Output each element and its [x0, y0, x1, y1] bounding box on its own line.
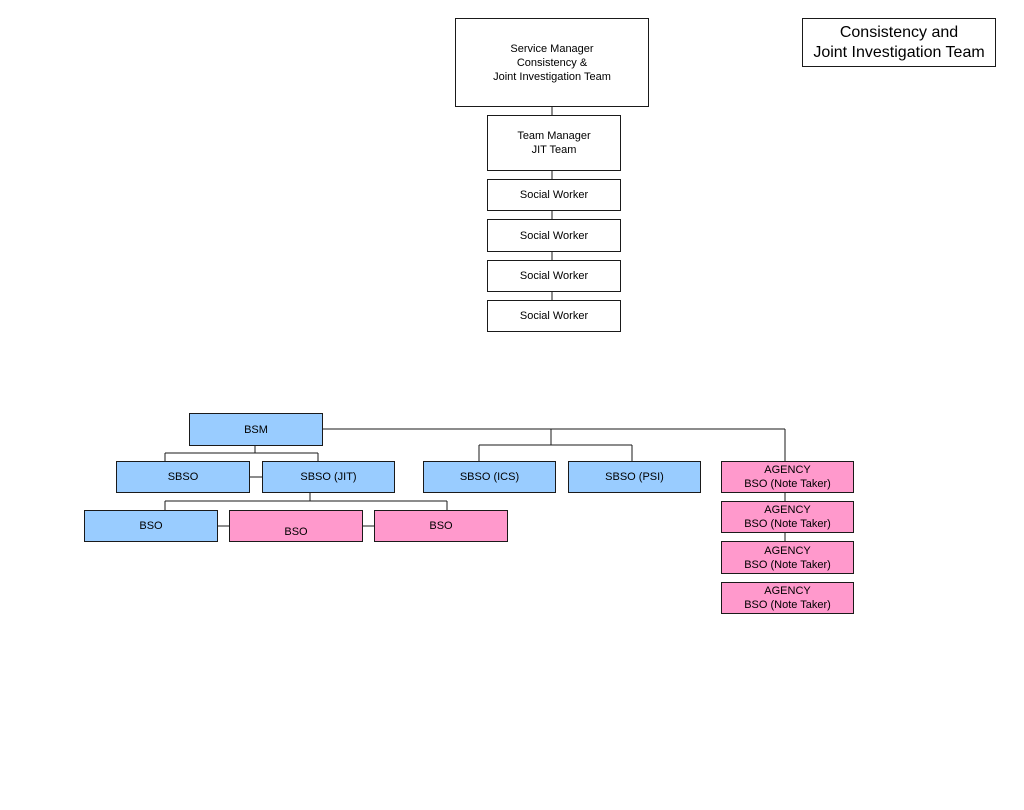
- title-line-1: Consistency and: [839, 23, 959, 41]
- team-manager-line-2: JIT Team: [531, 144, 577, 156]
- bsm-label: BSM: [244, 423, 268, 436]
- social-worker-box-3: Social Worker: [487, 260, 621, 292]
- service-manager-line-1: Service Manager: [510, 42, 594, 55]
- bso-label: BSO: [429, 520, 453, 532]
- social-worker-box-1: Social Worker: [487, 179, 621, 211]
- sbso-jit-label: SBSO (JIT): [300, 471, 357, 483]
- agency-line-2: BSO (Note Taker): [744, 558, 831, 571]
- sbso-jit-box: SBSO (JIT): [262, 461, 395, 493]
- agency-box-1: AGENCY BSO (Note Taker): [721, 461, 854, 493]
- sbso-box: SBSO: [116, 461, 250, 493]
- bso-label: BSO: [139, 520, 163, 532]
- sbso-psi-label: SBSO (PSI): [605, 471, 664, 483]
- agency-box-2: AGENCY BSO (Note Taker): [721, 501, 854, 533]
- bso-box-2: BSO: [229, 510, 363, 542]
- agency-line-1: AGENCY: [764, 464, 811, 476]
- social-worker-label: Social Worker: [519, 270, 589, 282]
- bso-box-1: BSO: [84, 510, 218, 542]
- social-worker-box-4: Social Worker: [487, 300, 621, 332]
- team-manager-line-1: Team Manager: [517, 130, 591, 142]
- bsm-box: BSM: [189, 413, 323, 446]
- sbso-ics-box: SBSO (ICS): [423, 461, 556, 493]
- service-manager-line-3: Joint Investigation Team: [493, 70, 611, 83]
- social-worker-label: Social Worker: [519, 229, 589, 242]
- social-worker-box-2: Social Worker: [487, 219, 621, 252]
- agency-line-1: AGENCY: [764, 585, 811, 597]
- bso-box-3: BSO: [374, 510, 508, 542]
- social-worker-label: Social Worker: [519, 310, 589, 322]
- sbso-label: SBSO: [167, 471, 199, 483]
- service-manager-box: Service Manager Consistency & Joint Inve…: [455, 18, 649, 107]
- team-manager-box: Team Manager JIT Team: [487, 115, 621, 171]
- agency-line-1: AGENCY: [764, 504, 811, 516]
- title-line-2: Joint Investigation Team: [813, 43, 985, 61]
- chart-title: Consistency and Joint Investigation Team: [802, 18, 996, 67]
- agency-line-2: BSO (Note Taker): [744, 518, 831, 530]
- service-manager-line-2: Consistency &: [516, 56, 588, 69]
- bso-label: BSO: [284, 526, 308, 538]
- agency-box-4: AGENCY BSO (Note Taker): [721, 582, 854, 614]
- agency-box-3: AGENCY BSO (Note Taker): [721, 541, 854, 574]
- social-worker-label: Social Worker: [519, 189, 589, 201]
- sbso-psi-box: SBSO (PSI): [568, 461, 701, 493]
- agency-line-2: BSO (Note Taker): [744, 599, 831, 611]
- sbso-ics-label: SBSO (ICS): [459, 471, 520, 483]
- agency-line-1: AGENCY: [764, 544, 811, 557]
- agency-line-2: BSO (Note Taker): [744, 478, 831, 490]
